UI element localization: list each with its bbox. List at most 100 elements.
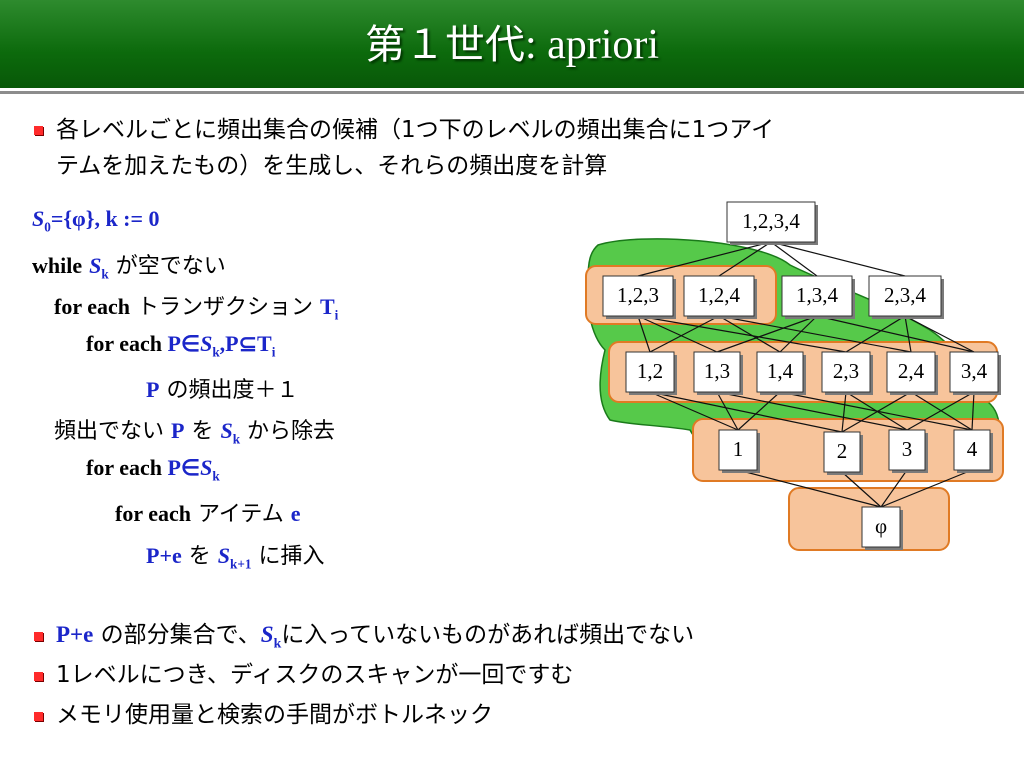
node-box	[781, 275, 853, 317]
slide-title: 第１世代: apriori	[0, 12, 1024, 70]
lattice-edge	[737, 469, 882, 508]
lattice-edge	[971, 391, 975, 431]
lattice-edge	[816, 315, 975, 353]
lattice-edge	[649, 315, 720, 353]
lattice-edge	[841, 471, 882, 508]
node-box	[861, 506, 901, 548]
algo-line-increment: P の頻出度＋１	[146, 377, 299, 403]
lattice-edge	[845, 315, 906, 353]
lattice-edge	[779, 315, 818, 353]
bullet-marker-1	[34, 126, 43, 135]
bullet-text-4: メモリ使用量と検索の手間がボトルネック	[56, 702, 493, 728]
node-label: 2,3	[833, 359, 859, 383]
lattice-node: φ	[861, 506, 903, 550]
lattice-edge	[880, 469, 908, 508]
lattice-edge	[649, 391, 739, 431]
node-box	[868, 275, 942, 317]
node-label: φ	[875, 514, 887, 538]
node-label: 1,4	[767, 359, 794, 383]
lattice-node: 1,2,3	[602, 275, 676, 319]
title-main: 第１世代	[364, 22, 525, 68]
lattice-node: 2	[823, 431, 863, 475]
node-label: 1,3,4	[796, 283, 839, 307]
node-label: 3,4	[961, 359, 988, 383]
algo-line-for-item: for each アイテム e	[115, 501, 301, 527]
node-box	[602, 275, 674, 317]
node-box	[693, 351, 741, 393]
lattice-edge	[637, 315, 847, 353]
node-label: 2,3,4	[884, 283, 927, 307]
lattice-edge	[841, 391, 912, 433]
bullet-text-1-line2: テムを加えたもの）を生成し、それらの頻出度を計算	[56, 153, 608, 179]
lattice-edge	[770, 241, 818, 277]
node-label: 2,4	[898, 359, 925, 383]
lattice-node: 4	[953, 429, 993, 473]
bullet-text-2: P+e の部分集合で、Skに入っていないものがあれば頻出でない	[56, 622, 695, 651]
lattice-node: 2,3	[821, 351, 873, 395]
lattice-node: 1,2,4	[683, 275, 757, 319]
node-box	[823, 431, 861, 473]
lattice-edge	[910, 391, 973, 431]
node-box	[949, 351, 999, 393]
node-box	[625, 351, 675, 393]
lattice-edge	[718, 315, 912, 353]
bullet-marker-4	[34, 712, 43, 721]
lattice-edge	[779, 391, 973, 431]
node-box	[821, 351, 871, 393]
node-label: 4	[967, 437, 978, 461]
node-label: 1,2	[637, 359, 663, 383]
node-label: 1,2,3,4	[742, 209, 800, 233]
lattice-node: 1,2	[625, 351, 677, 395]
node-box	[683, 275, 755, 317]
lattice-edge	[718, 241, 772, 277]
lattice-node: 1,2,3,4	[726, 201, 818, 245]
node-box	[726, 201, 816, 243]
lattice-node: 1,3,4	[781, 275, 855, 319]
algo-line-init: S0={φ}, k := 0	[32, 206, 160, 235]
algo-line-remove: 頻出でない P を Sk から除去	[54, 418, 336, 447]
lattice-edge	[904, 315, 975, 353]
node-label: 1,3	[704, 359, 730, 383]
algo-line-for-p: for each P∈Sk	[86, 455, 220, 484]
node-box	[718, 429, 758, 471]
node-box	[756, 351, 804, 393]
algo-line-for-subset: for each P∈Sk,P⊆Ti	[86, 331, 276, 360]
lattice-edge	[637, 241, 772, 277]
lattice-node: 1,3	[693, 351, 743, 395]
node-label: 1,2,4	[698, 283, 741, 307]
lattice-edge	[716, 391, 739, 431]
bullet-marker-3	[34, 672, 43, 681]
bullet-text-3: 1レベルにつき、ディスクのスキャンが一回ですむ	[56, 662, 574, 688]
title-suffix: : apriori	[524, 22, 660, 68]
lattice-edge	[637, 315, 651, 353]
node-label: 2	[837, 439, 848, 463]
title-rule	[0, 91, 1024, 94]
lattice-edge	[718, 315, 781, 353]
node-label: 1	[733, 437, 744, 461]
lattice-edge	[716, 391, 908, 431]
algo-line-insert: P+e を Sk+1 に挿入	[146, 543, 325, 572]
lattice-node: 2,3,4	[868, 275, 944, 319]
bullet-text-1-line1: 各レベルごとに頻出集合の候補（1つ下のレベルの頻出集合に1つアイ	[56, 117, 775, 143]
node-label: 3	[902, 437, 913, 461]
algo-line-for-transaction: for each トランザクション Ti	[54, 294, 339, 323]
title-bar	[0, 0, 1024, 88]
lattice-node: 2,4	[886, 351, 938, 395]
lattice-edge	[904, 315, 912, 353]
lattice-edge	[880, 469, 973, 508]
node-label: 1,2,3	[617, 283, 659, 307]
lattice-edge	[637, 315, 718, 353]
lattice-edge	[841, 391, 847, 433]
lattice-node: 3	[888, 429, 928, 473]
node-box	[888, 429, 926, 471]
algo-line-while: while Sk が空でない	[32, 253, 226, 282]
lattice-edge	[716, 315, 818, 353]
lattice-edge	[770, 241, 906, 277]
lattice-edge	[737, 391, 781, 431]
node-box	[886, 351, 936, 393]
node-box	[953, 429, 991, 471]
lattice-node: 3,4	[949, 351, 1001, 395]
lattice-node: 1,4	[756, 351, 806, 395]
bullet-marker-2	[34, 632, 43, 641]
